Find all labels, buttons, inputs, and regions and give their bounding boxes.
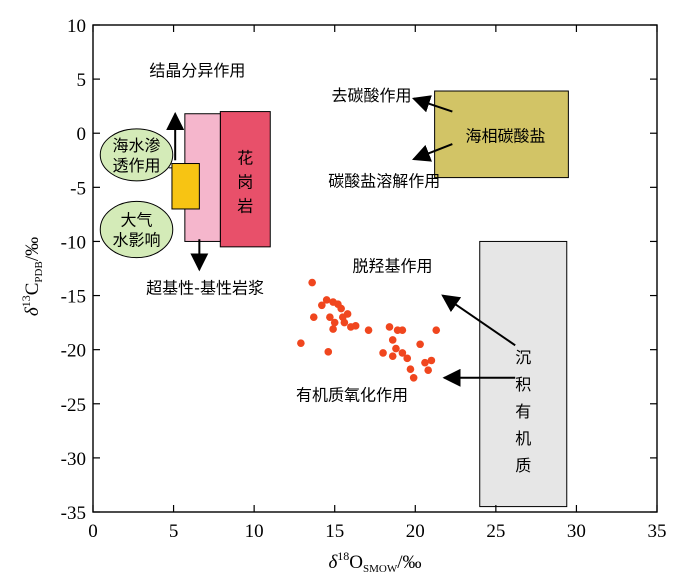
granite-label-char: 岩 — [237, 197, 253, 216]
annotation-carbonate-dissolution: 碳酸盐溶解作用 — [328, 171, 440, 190]
arrow-carbonate-dissolution — [411, 143, 453, 162]
data-point — [385, 323, 394, 331]
data-point — [318, 301, 326, 310]
data-point — [322, 296, 331, 304]
annotation-crystallization: 结晶分异作用 — [149, 61, 245, 80]
data-point — [351, 322, 360, 330]
data-point — [297, 339, 305, 347]
sedimentary-label-char: 沉 — [515, 348, 531, 367]
granite-label-char: 岗 — [237, 173, 253, 192]
annotation-organic-oxidation: 有机质氧化作用 — [296, 386, 408, 405]
y-tick-label: -5 — [70, 178, 86, 199]
data-point — [379, 349, 387, 357]
sedimentary-label-char: 有 — [515, 402, 531, 421]
x-tick-label: 25 — [486, 521, 505, 542]
field-marine — [434, 90, 569, 179]
points-layer — [297, 278, 441, 382]
y-tick-label: -15 — [61, 287, 86, 308]
data-point — [340, 318, 349, 327]
arrow-decarbonation — [411, 95, 453, 113]
fields-layer — [99, 90, 569, 508]
ellipse-atmospheric — [99, 200, 174, 259]
axes-layer: 0 5 10 15 20 25 30 35 10 5 0 -5 -10 -15 -20 -25 -30 -35 δ1… — [19, 16, 667, 575]
x-tick-label: 35 — [648, 521, 667, 542]
data-point — [403, 354, 412, 363]
data-point — [330, 318, 339, 327]
data-point — [406, 365, 415, 373]
y-tick-label: 10 — [67, 16, 86, 37]
plot-frame — [92, 24, 658, 513]
data-point — [392, 344, 400, 353]
data-point — [388, 336, 397, 344]
ellipse-label-atmospheric: 大气 — [121, 211, 153, 230]
y-tick-label: -10 — [61, 232, 86, 253]
x-tick-label: 5 — [169, 521, 179, 542]
sedimentary-label-char: 积 — [515, 375, 531, 394]
ellipse-seawater — [99, 128, 174, 182]
data-point — [309, 313, 318, 322]
x-tick-label: 10 — [245, 521, 264, 542]
data-point — [416, 340, 424, 349]
data-point — [364, 326, 373, 334]
arrow-dehydroxylation — [441, 294, 516, 347]
x-tick-label: 30 — [567, 521, 586, 542]
data-point — [398, 349, 407, 357]
data-point — [388, 352, 397, 360]
field-yellow — [171, 163, 200, 210]
data-point — [432, 326, 441, 334]
data-point — [337, 304, 345, 313]
data-point — [324, 348, 333, 356]
data-point — [398, 326, 407, 334]
annotation-decarbonation: 去碳酸作用 — [331, 86, 411, 105]
sedimentary-label-char: 质 — [515, 456, 531, 475]
data-point — [329, 325, 337, 333]
data-point — [421, 358, 429, 367]
y-tick-label: -20 — [61, 341, 86, 362]
data-point — [326, 313, 334, 322]
y-tick-label: -35 — [61, 503, 86, 524]
y-axis-label: δ13CPDB/‰ — [19, 237, 45, 316]
arrows-layer — [166, 95, 516, 387]
ellipse-label-seawater: 海水渗 — [113, 136, 161, 155]
x-tick-label: 0 — [88, 521, 98, 542]
data-point — [409, 374, 418, 382]
annotation-dehydroxylation: 脱羟基作用 — [352, 257, 432, 276]
marine-carbonate-label: 海相碳酸盐 — [465, 126, 545, 145]
field-sedimentary — [479, 240, 568, 508]
y-tick-label: -25 — [61, 395, 86, 416]
ellipse-label-atmospheric: 水影响 — [113, 231, 161, 250]
sedimentary-label-char: 机 — [515, 429, 531, 448]
x-tick-label: 15 — [325, 521, 344, 542]
data-point — [427, 356, 436, 365]
annotation-magma: 超基性-基性岩浆 — [146, 278, 264, 297]
ellipse-label-seawater: 透作用 — [113, 156, 161, 175]
data-point — [343, 310, 352, 318]
field-granite — [219, 111, 271, 248]
y-tick-label: -30 — [61, 449, 86, 470]
x-tick-label: 20 — [406, 521, 425, 542]
x-axis-label: δ18OSMOW/‰ — [328, 549, 421, 575]
data-point — [424, 366, 432, 375]
data-point — [308, 278, 316, 287]
granite-label-char: 花 — [237, 149, 253, 168]
y-tick-label: 0 — [77, 124, 87, 145]
y-tick-label: 5 — [77, 70, 87, 91]
